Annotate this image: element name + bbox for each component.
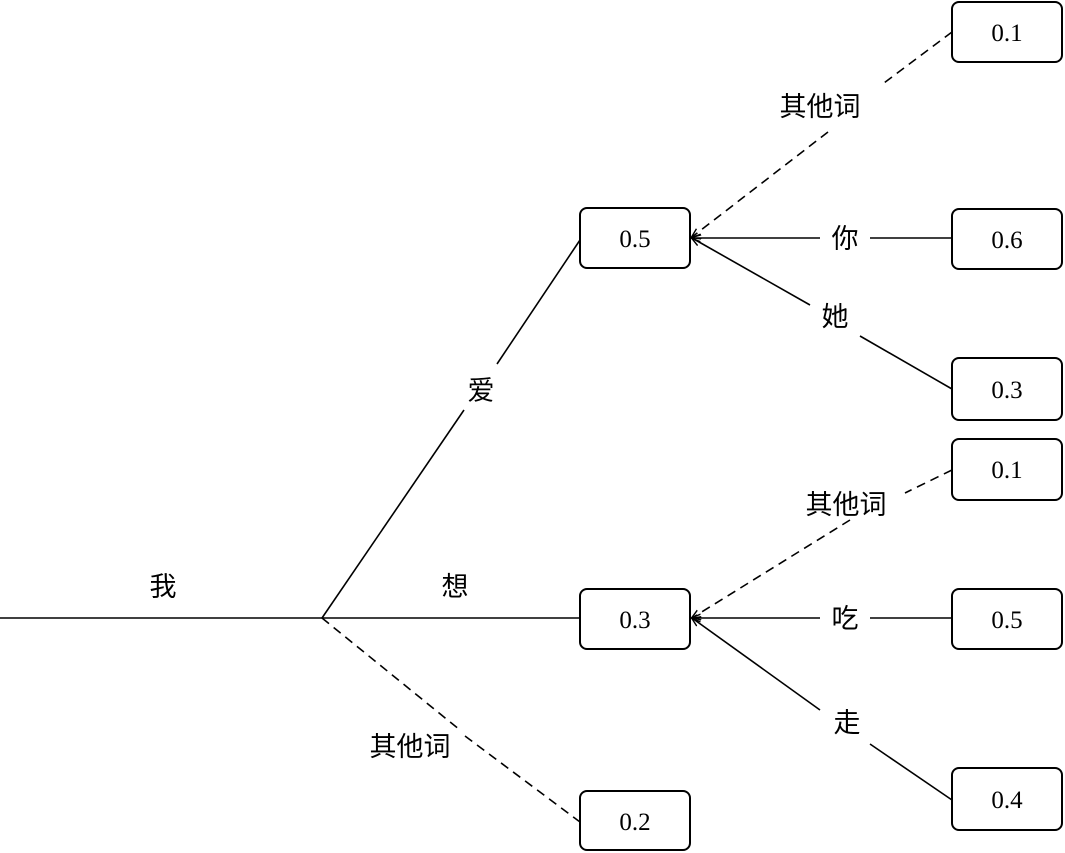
edge-xiang-zou: 走: [692, 618, 953, 801]
node-box: [579, 588, 691, 650]
edge-line: [464, 735, 581, 823]
edge-line: [692, 238, 811, 306]
edge-label-chi: 吃: [832, 604, 859, 635]
node-value: 0.6: [991, 227, 1022, 254]
node-xiang: 0.3: [579, 588, 691, 650]
edge-line: [496, 239, 581, 365]
edge-root-ai: 爱: [321, 239, 581, 619]
edge-line: [869, 743, 953, 801]
edge-label-ni: 你: [832, 224, 859, 255]
edge-root-other: 其他词: [321, 617, 581, 823]
edge-line: [692, 519, 851, 618]
edge-label-xiang: 想: [442, 572, 469, 603]
node-value: 0.5: [619, 226, 650, 253]
node-box: [951, 588, 1063, 650]
node-value: 0.5: [991, 607, 1022, 634]
node-box: [579, 790, 691, 851]
node-value: 0.2: [619, 809, 650, 836]
edge-line: [879, 31, 953, 87]
node-ai-ni: 0.6: [951, 208, 1063, 270]
node-value: 0.3: [619, 607, 650, 634]
node-box: [951, 208, 1063, 270]
node-box: [951, 357, 1063, 421]
node-xiang-zou: 0.4: [951, 767, 1063, 831]
node-value: 0.3: [991, 377, 1022, 404]
edge-line: [859, 335, 953, 390]
node-ai-ta: 0.3: [951, 357, 1063, 421]
edge-label-ta: 她: [822, 302, 849, 333]
root-edge: 我: [0, 572, 322, 619]
edge-label-zou: 走: [834, 708, 861, 739]
node-box: [951, 1, 1063, 63]
edge-label-ai: 爱: [468, 376, 495, 407]
node-other1: 0.2: [579, 790, 691, 851]
node-xiang-other: 0.1: [951, 438, 1063, 501]
node-box: [579, 207, 691, 269]
edge-ai-other: 其他词: [692, 31, 953, 237]
node-value: 0.1: [991, 20, 1022, 47]
edge-line: [692, 618, 821, 711]
root-edge-label: 我: [150, 572, 177, 603]
edge-label-ai-other: 其他词: [780, 92, 861, 123]
edge-ai-ta: 她: [692, 238, 953, 390]
edge-line: [692, 131, 829, 237]
edge-ai-ni: 你: [692, 224, 952, 255]
edge-line: [321, 617, 461, 731]
edge-label-xiang-other: 其他词: [806, 490, 887, 521]
edge-line: [321, 409, 465, 619]
node-box: [951, 767, 1063, 831]
edge-root-xiang: 想: [322, 572, 580, 619]
edge-label-other: 其他词: [370, 732, 451, 763]
node-box: [951, 438, 1063, 501]
node-ai: 0.5: [579, 207, 691, 269]
node-value: 0.1: [991, 457, 1022, 484]
node-value: 0.4: [991, 787, 1023, 814]
node-xiang-chi: 0.5: [951, 588, 1063, 650]
node-ai-other: 0.1: [951, 1, 1063, 63]
edge-xiang-chi: 吃: [692, 604, 952, 635]
edge-xiang-other: 其他词: [692, 469, 953, 618]
edge-line: [904, 469, 953, 494]
